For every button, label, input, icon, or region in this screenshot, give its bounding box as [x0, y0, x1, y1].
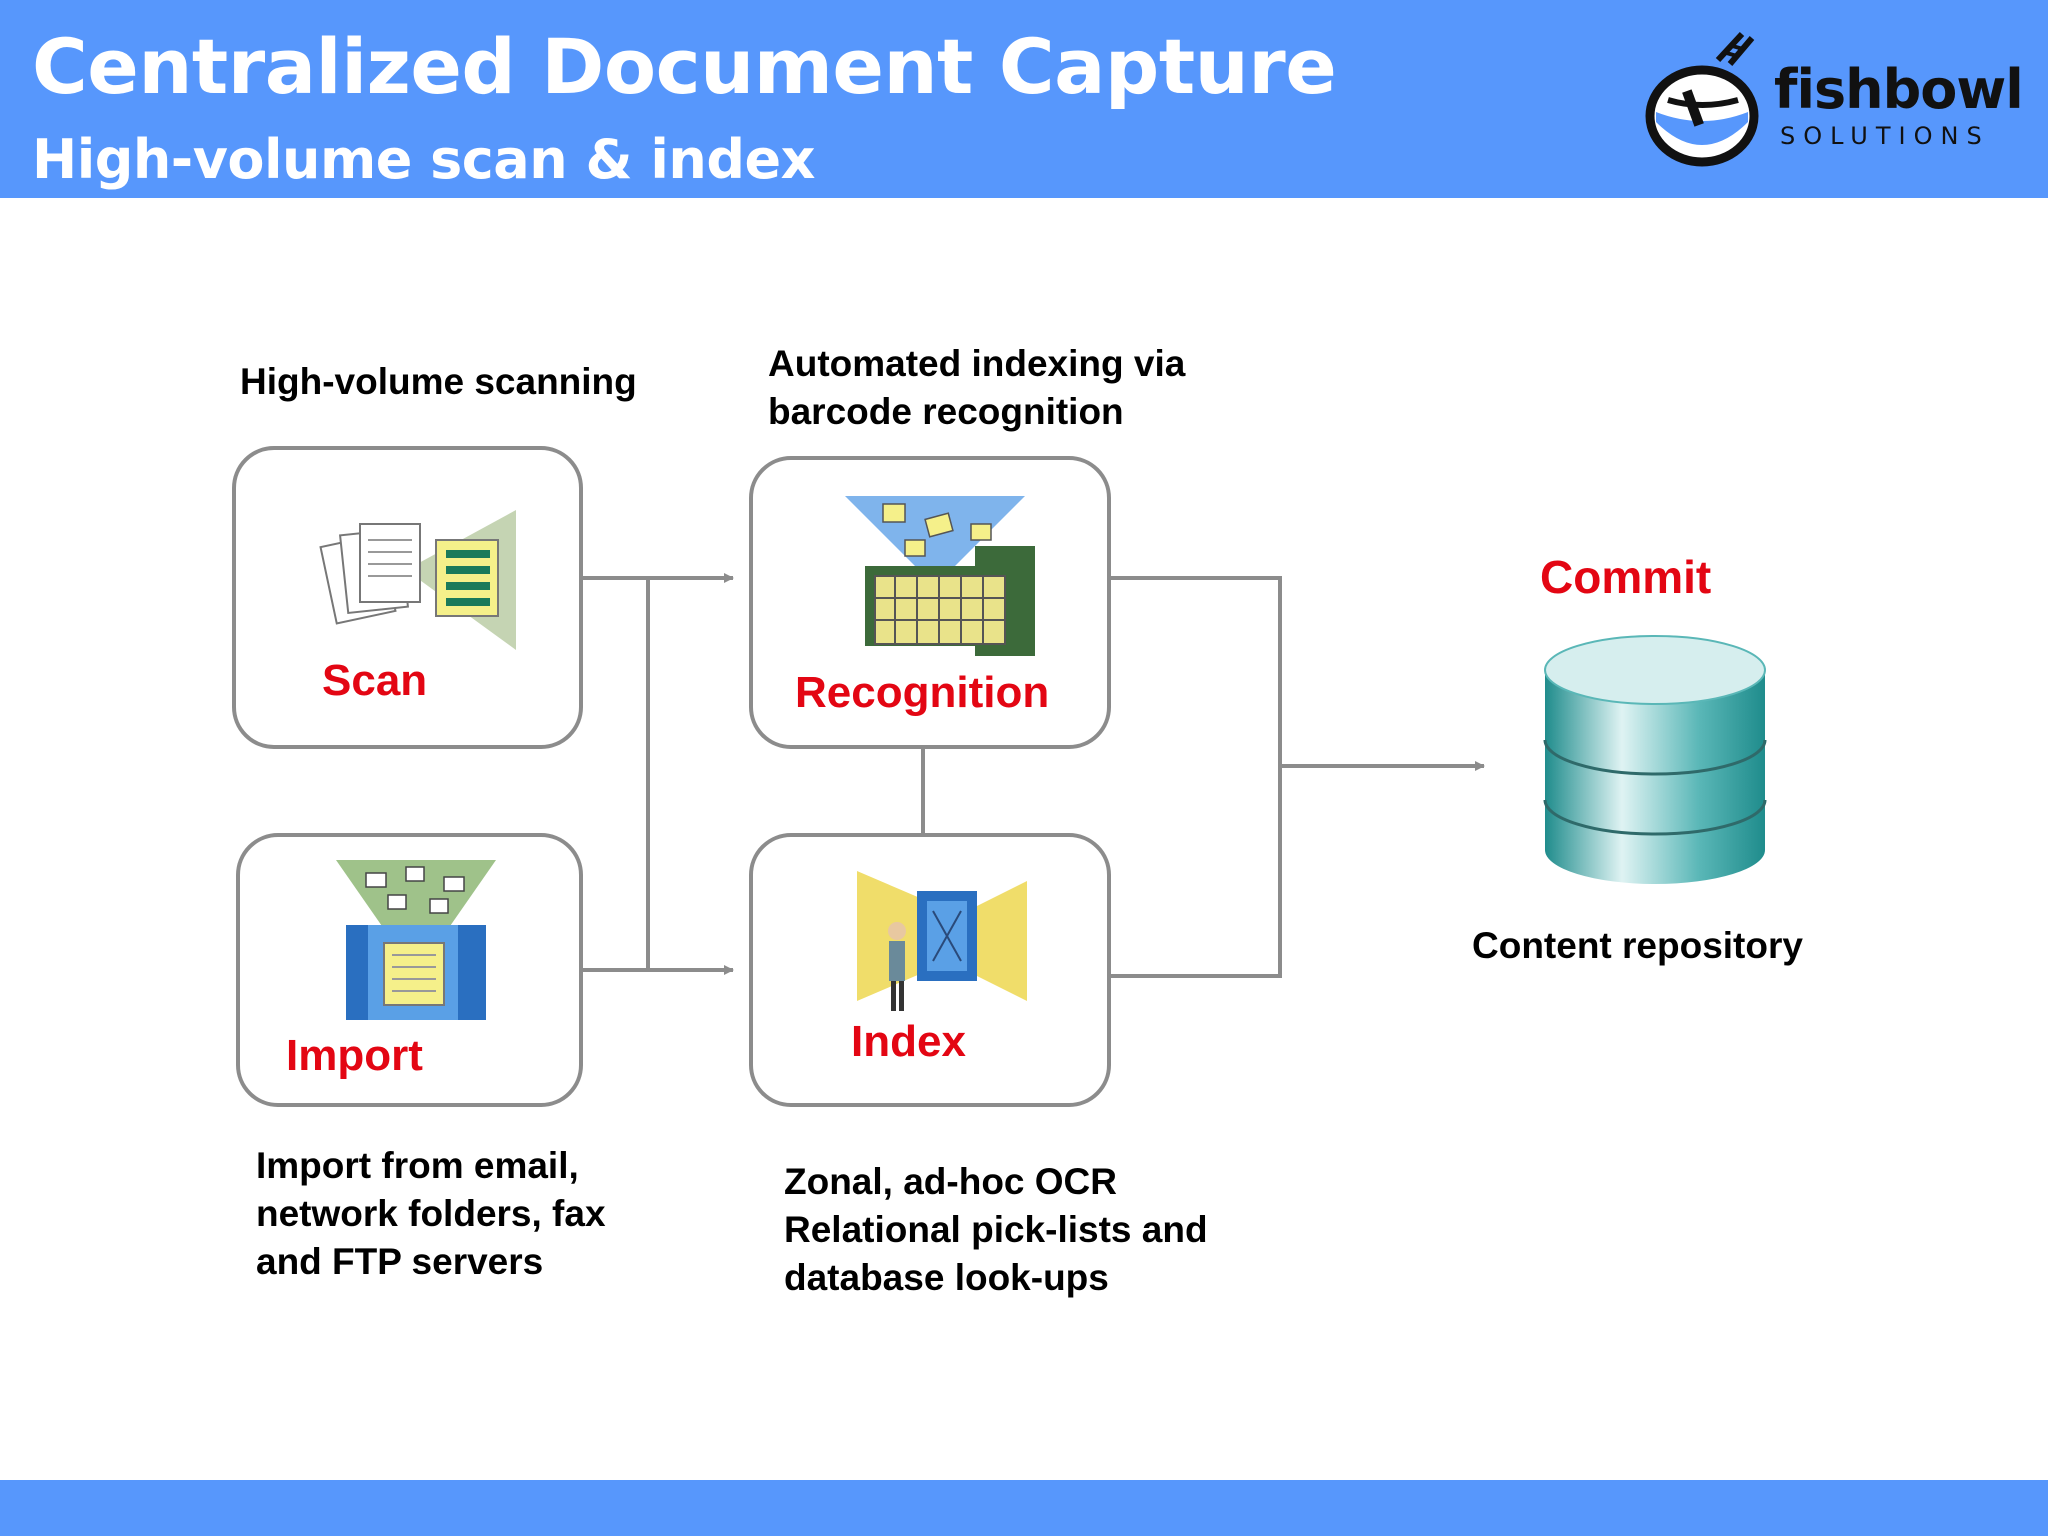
edge-recognition-commit [1111, 576, 1282, 978]
desc-index-line: Zonal, ad-hoc OCR [784, 1161, 1117, 1202]
logo-tagline: SOLUTIONS [1780, 122, 1990, 150]
footer-bar [0, 1480, 2048, 1536]
node-label-import: Import [286, 1031, 423, 1080]
desc-index-line: database look-ups [784, 1257, 1109, 1298]
import-folder-icon [336, 860, 496, 1020]
header-bar: Centralized Document Capture High-volume… [0, 0, 2048, 198]
scanner-documents-icon [319, 510, 516, 650]
desc-import-line: network folders, fax [256, 1193, 606, 1234]
node-label-commit: Commit [1540, 551, 1712, 603]
node-label-scan: Scan [322, 656, 428, 705]
barcode-recognition-icon [845, 496, 1035, 656]
desc-recognition-line: barcode recognition [768, 391, 1124, 432]
fishbowl-logo-icon [1645, 31, 1759, 167]
desc-index: Zonal, ad-hoc OCR Relational pick-lists … [784, 1158, 1208, 1302]
node-index: Index [749, 833, 1111, 1107]
desc-scan: High-volume scanning [240, 358, 637, 406]
logo-wordmark: fishbowl [1774, 58, 2024, 121]
desc-recognition: Automated indexing via barcode recogniti… [768, 340, 1185, 436]
desc-recognition-line: Automated indexing via [768, 343, 1186, 384]
node-import: Import [236, 833, 583, 1107]
desc-commit-line: Content repository [1472, 925, 1803, 966]
fishbowl-logo: fishbowl SOLUTIONS [1640, 30, 2024, 170]
node-label-index: Index [851, 1017, 966, 1066]
node-label-recognition: Recognition [795, 668, 1050, 717]
desc-commit: Content repository [1472, 922, 1803, 970]
desc-import-line: and FTP servers [256, 1241, 544, 1282]
page-title: Centralized Document Capture [32, 22, 1337, 111]
database-icon [1543, 635, 1767, 884]
desc-import-line: Import from email, [256, 1145, 579, 1186]
node-scan: Scan [232, 446, 583, 749]
desc-import: Import from email, network folders, fax … [256, 1142, 606, 1286]
desc-index-line: Relational pick-lists and [784, 1209, 1208, 1250]
desc-scan-line: High-volume scanning [240, 361, 637, 402]
node-recognition: Recognition [749, 456, 1111, 749]
index-operator-icon [857, 871, 1027, 1011]
page-subtitle: High-volume scan & index [32, 128, 815, 191]
